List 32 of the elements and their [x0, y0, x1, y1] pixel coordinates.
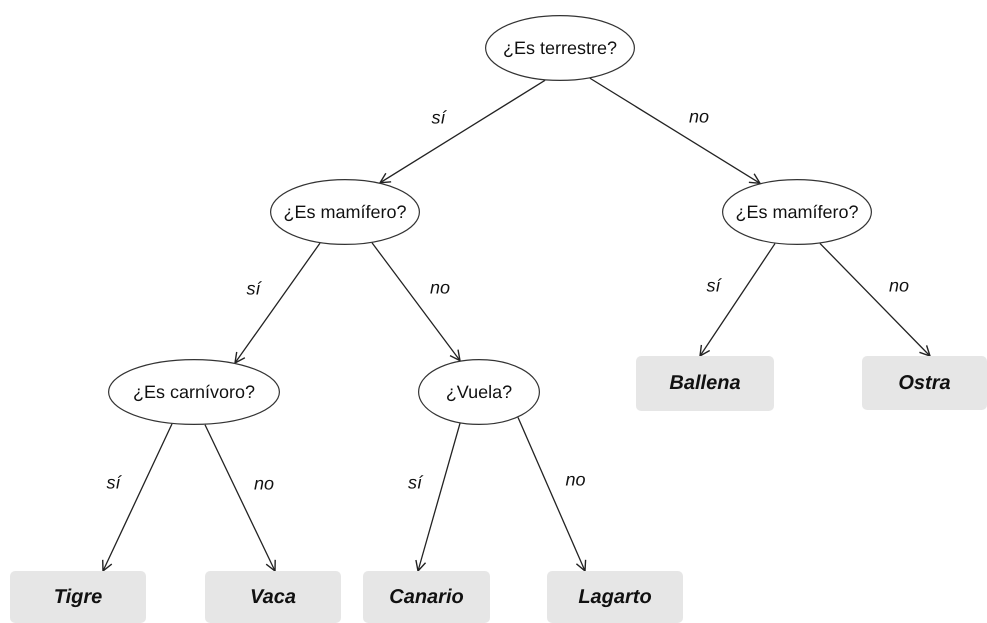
question-text: ¿Es terrestre? [502, 38, 618, 58]
question-text: ¿Es mamífero? [283, 202, 407, 222]
arrow [699, 243, 776, 357]
arrow [415, 423, 461, 572]
leaf-label: Ostra [898, 372, 951, 394]
arrow [517, 417, 586, 572]
decision-ellipse [485, 15, 635, 81]
question-text: ¿Es mamífero? [735, 202, 859, 222]
arrow [234, 242, 321, 364]
arrow [371, 242, 461, 362]
leaf-label: Tigre [54, 586, 102, 608]
leaf-box [10, 571, 146, 623]
arrow [820, 242, 931, 357]
arrow [590, 78, 761, 184]
decision-ellipse [722, 179, 872, 245]
decision-ellipse [270, 179, 420, 245]
question-text: ¿Es carnívoro? [132, 382, 256, 402]
arrow [102, 424, 173, 572]
leaf-label: Lagarto [578, 586, 652, 608]
leaf-box [205, 571, 341, 623]
arrow [379, 80, 546, 184]
decision-ellipse [108, 359, 280, 425]
leaf-box [636, 356, 774, 411]
leaf-label: Canario [389, 586, 464, 608]
decision-ellipse [418, 359, 540, 425]
arrow [204, 424, 276, 572]
leaf-box [547, 571, 683, 623]
leaf-label: Ballena [669, 372, 741, 395]
leaf-label: Vaca [250, 586, 296, 608]
question-text: ¿Vuela? [446, 382, 512, 402]
leaf-box [363, 571, 490, 623]
leaf-box [862, 356, 987, 410]
